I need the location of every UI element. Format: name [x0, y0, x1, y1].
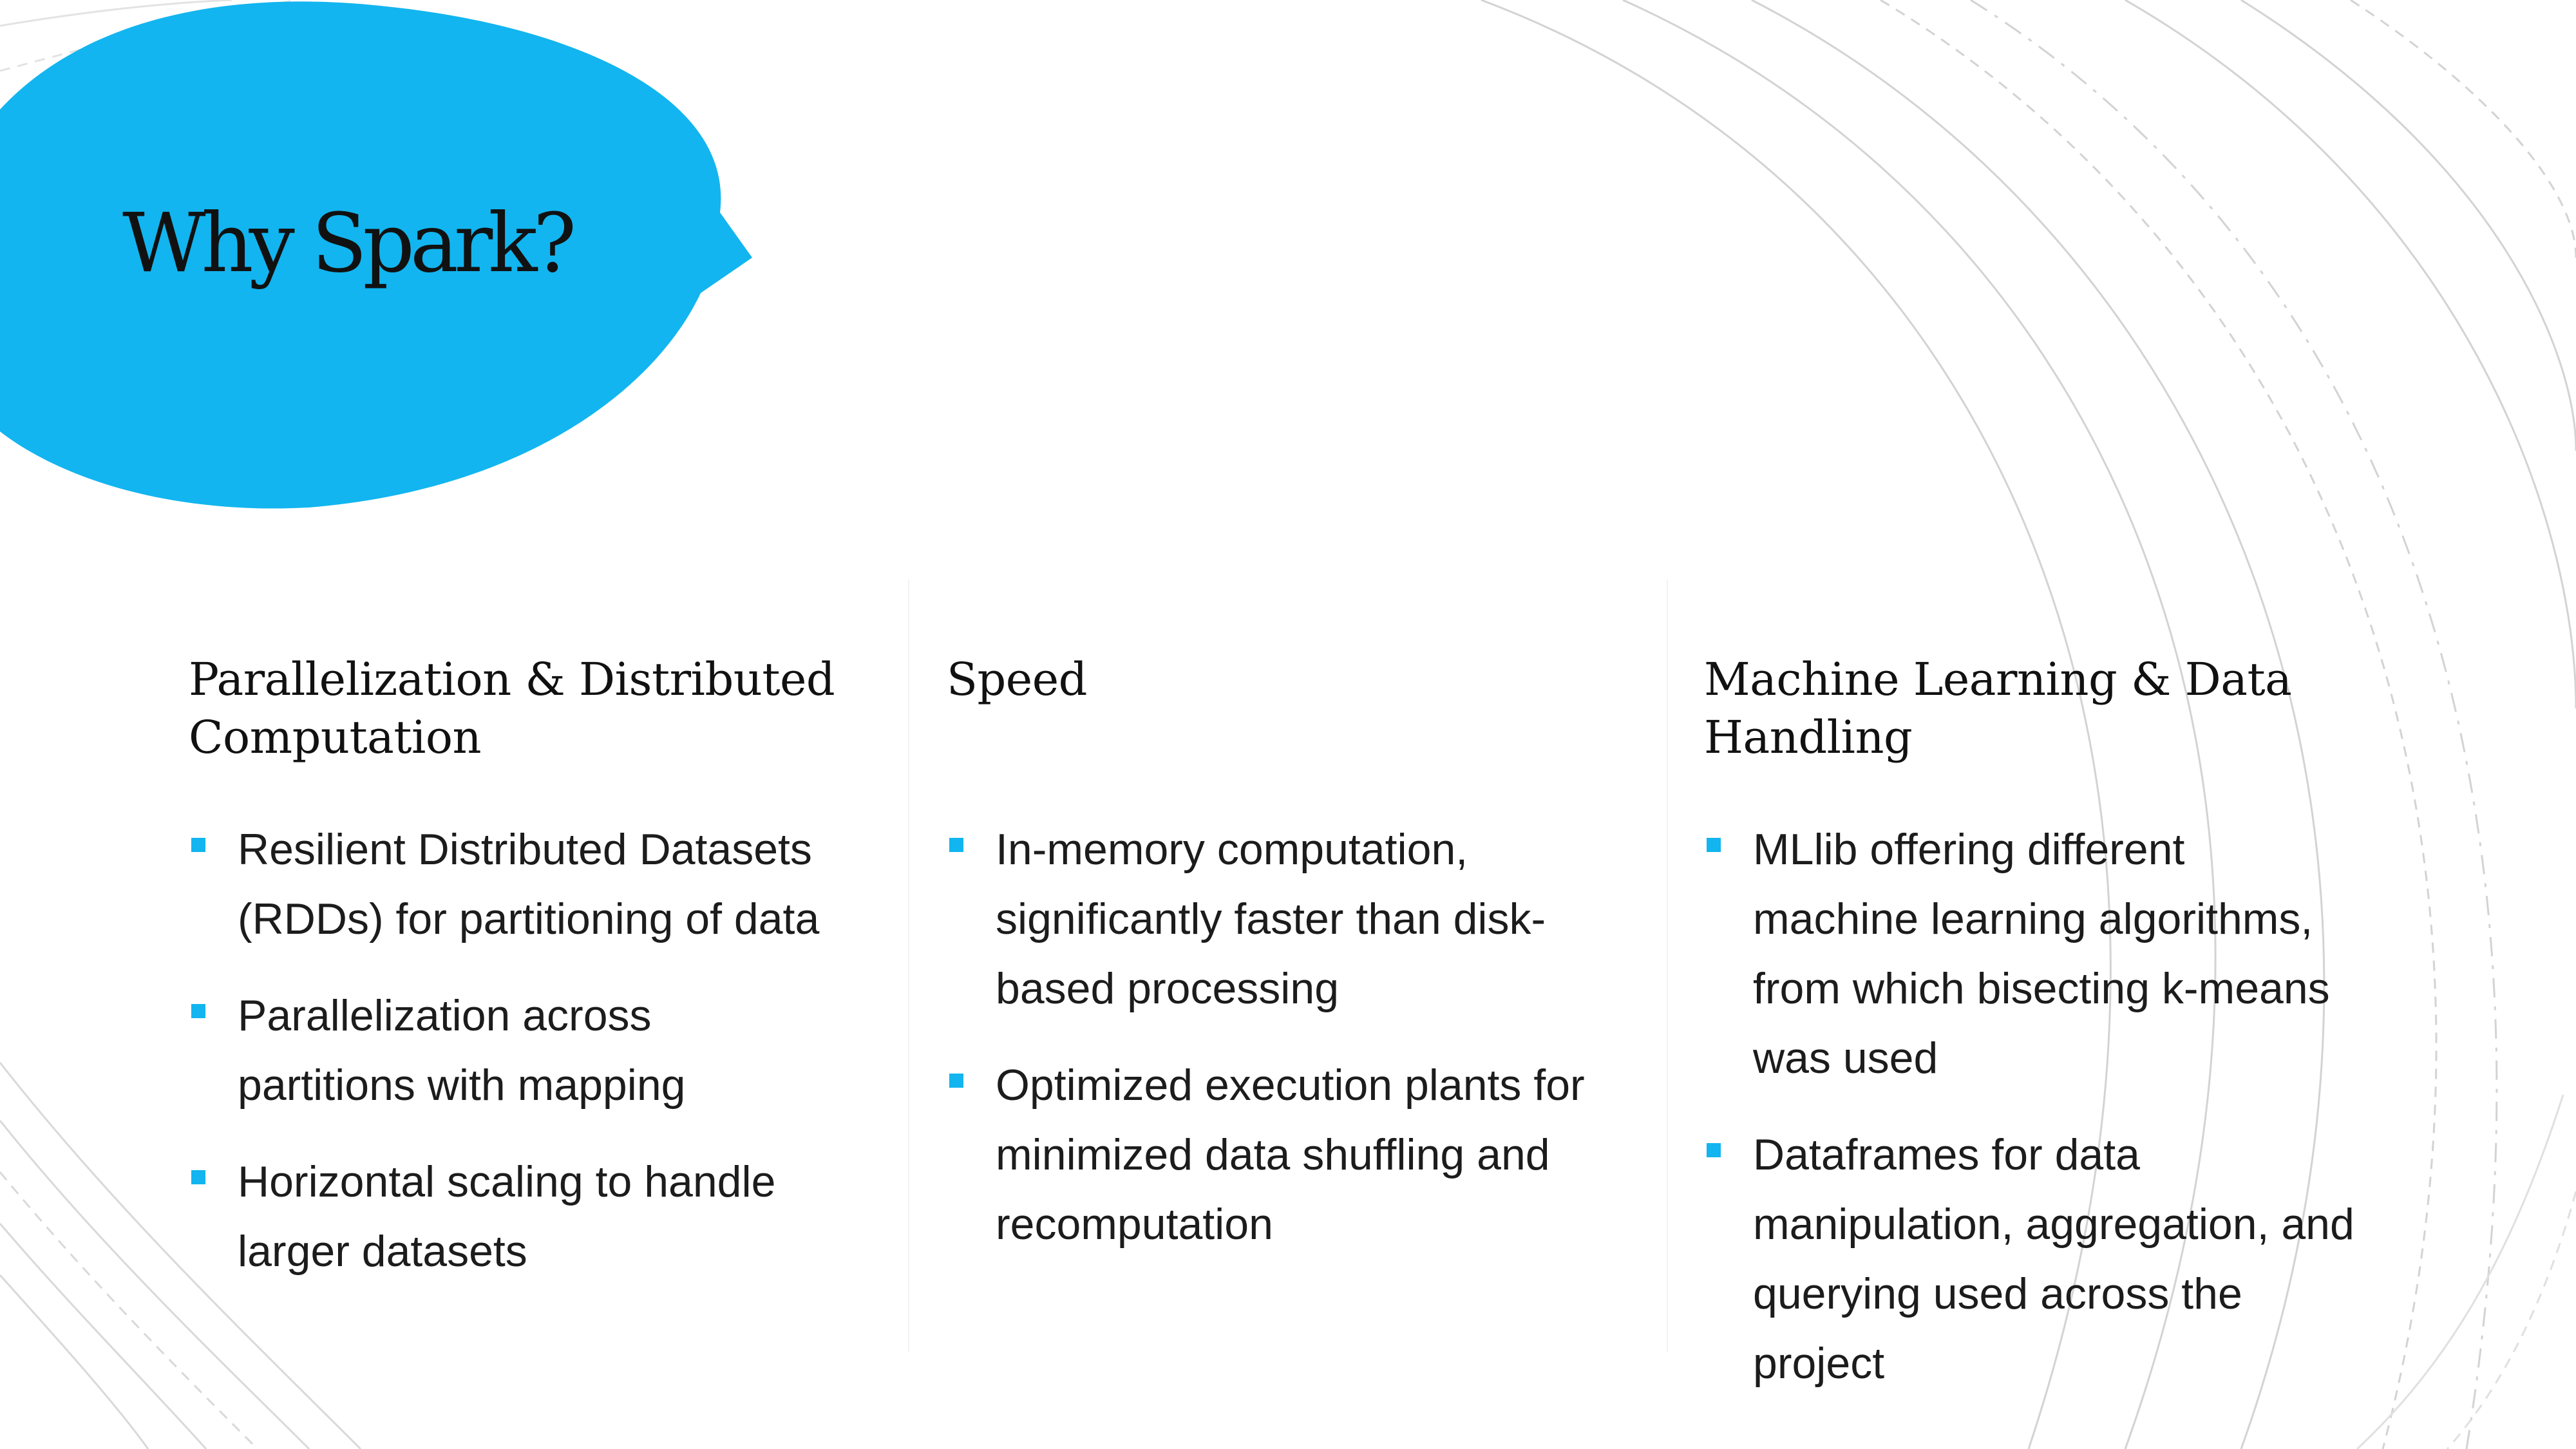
- column-divider: [908, 580, 909, 1352]
- column-divider: [1667, 580, 1668, 1352]
- square-bullet-icon: [191, 1170, 205, 1184]
- bullet-item: Parallelization across partitions with m…: [189, 981, 839, 1120]
- column-heading: Speed: [947, 653, 1087, 706]
- column-heading: Parallelization & Distributed Computatio…: [189, 653, 835, 764]
- column-parallelization: Parallelization & Distributed Computatio…: [189, 650, 839, 1313]
- square-bullet-icon: [1707, 1143, 1721, 1157]
- slide-title: Why Spark?: [122, 196, 576, 290]
- square-bullet-icon: [949, 1074, 963, 1088]
- bullet-item: Dataframes for data manipulation, aggreg…: [1704, 1120, 2354, 1398]
- bullet-item: MLlib offering different machine learnin…: [1704, 815, 2354, 1093]
- bullet-text: Dataframes for data manipulation, aggreg…: [1753, 1130, 2354, 1388]
- square-bullet-icon: [949, 838, 963, 852]
- bullet-text: Optimized execution plants for minimized…: [996, 1061, 1585, 1249]
- bullet-text: Resilient Distributed Datasets (RDDs) fo…: [238, 825, 820, 943]
- bullet-item: In-memory computation, significantly fas…: [947, 815, 1597, 1023]
- bullet-text: In-memory computation, significantly fas…: [996, 825, 1546, 1013]
- column-machine-learning: Machine Learning & Data Handling MLlib o…: [1704, 650, 2354, 1425]
- square-bullet-icon: [191, 838, 205, 852]
- title-speech-bubble-shape: [0, 1, 752, 509]
- bullet-item: Resilient Distributed Datasets (RDDs) fo…: [189, 815, 839, 954]
- bullet-text: Horizontal scaling to handle larger data…: [238, 1157, 776, 1276]
- square-bullet-icon: [191, 1004, 205, 1018]
- bullet-item: Horizontal scaling to handle larger data…: [189, 1147, 839, 1286]
- square-bullet-icon: [1707, 838, 1721, 852]
- column-heading: Machine Learning & Data Handling: [1704, 653, 2292, 764]
- bullet-list: Resilient Distributed Datasets (RDDs) fo…: [189, 815, 839, 1286]
- bullet-text: MLlib offering different machine learnin…: [1753, 825, 2330, 1083]
- bullet-list: In-memory computation, significantly fas…: [947, 815, 1597, 1259]
- bullet-text: Parallelization across partitions with m…: [238, 991, 686, 1110]
- column-speed: Speed In-memory computation, significant…: [947, 650, 1597, 1286]
- bullet-item: Optimized execution plants for minimized…: [947, 1050, 1597, 1259]
- bullet-list: MLlib offering different machine learnin…: [1704, 815, 2354, 1398]
